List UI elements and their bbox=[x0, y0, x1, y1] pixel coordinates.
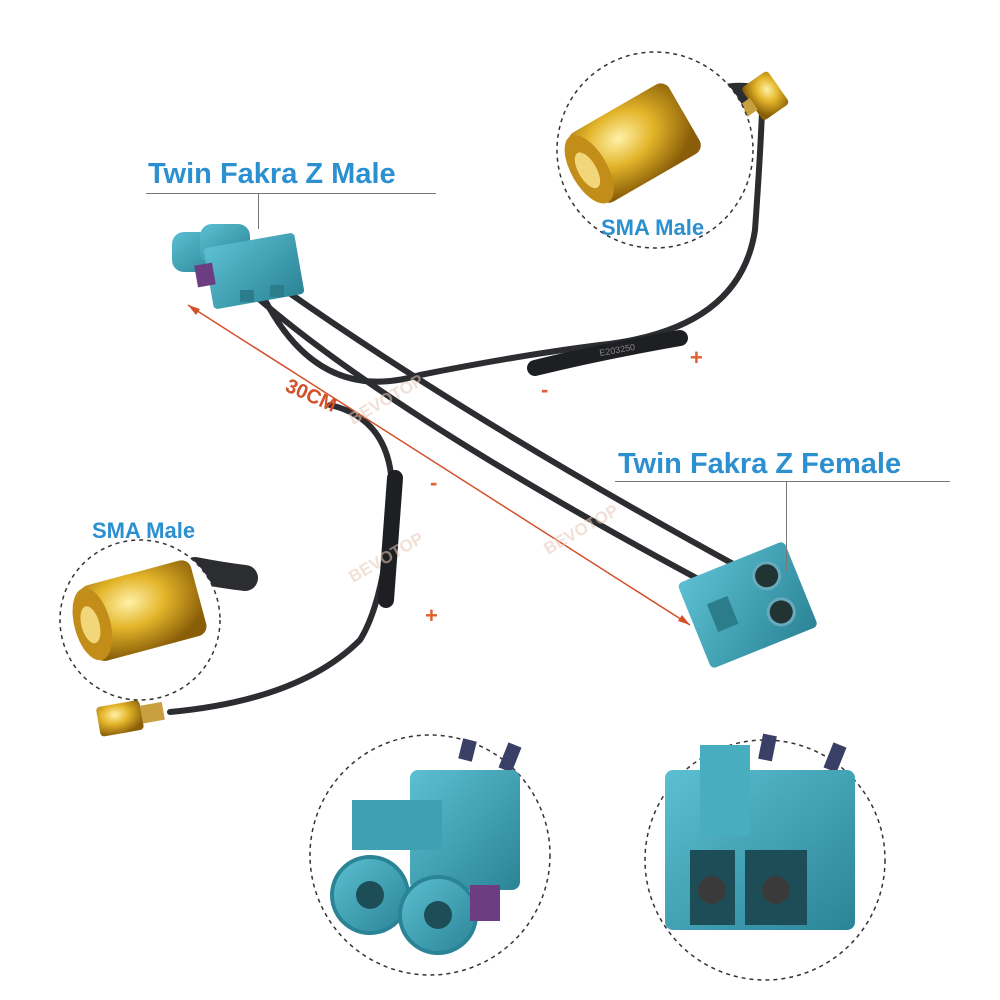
minus-sign-left: - bbox=[430, 470, 438, 495]
cable-to-sma-top bbox=[262, 109, 765, 385]
sma-left-zoom-circle bbox=[59, 539, 221, 701]
twin-fakra-z-male-label: Twin Fakra Z Male bbox=[148, 158, 396, 190]
cable-lower bbox=[257, 297, 718, 591]
minus-sign-top: - bbox=[541, 377, 549, 402]
twin-male-underline bbox=[146, 193, 436, 194]
female-detail-zoom-circle bbox=[644, 733, 886, 981]
twin-fakra-z-female-label: Twin Fakra Z Female bbox=[618, 448, 902, 480]
plus-sign-left: + bbox=[425, 603, 438, 628]
sma-male-top-label: SMA Male bbox=[601, 215, 705, 240]
sma-left-small-connector bbox=[96, 700, 165, 737]
sma-top-zoom-circle bbox=[556, 51, 754, 249]
inline-amp-top: E203250 bbox=[527, 330, 688, 376]
twin-female-leader bbox=[786, 481, 787, 571]
twin-fakra-male-connector bbox=[172, 224, 305, 309]
twin-male-leader bbox=[258, 193, 259, 229]
twin-fakra-female-connector bbox=[678, 542, 817, 668]
dimension-line bbox=[187, 304, 691, 626]
inline-amp-left bbox=[378, 470, 403, 608]
male-detail-zoom-circle bbox=[309, 734, 551, 976]
cable-upper bbox=[282, 287, 738, 568]
cable-to-sma-left bbox=[167, 402, 396, 715]
twin-female-underline bbox=[615, 481, 950, 482]
plus-sign-top: + bbox=[690, 345, 703, 370]
sma-male-left-label: SMA Male bbox=[92, 518, 196, 543]
